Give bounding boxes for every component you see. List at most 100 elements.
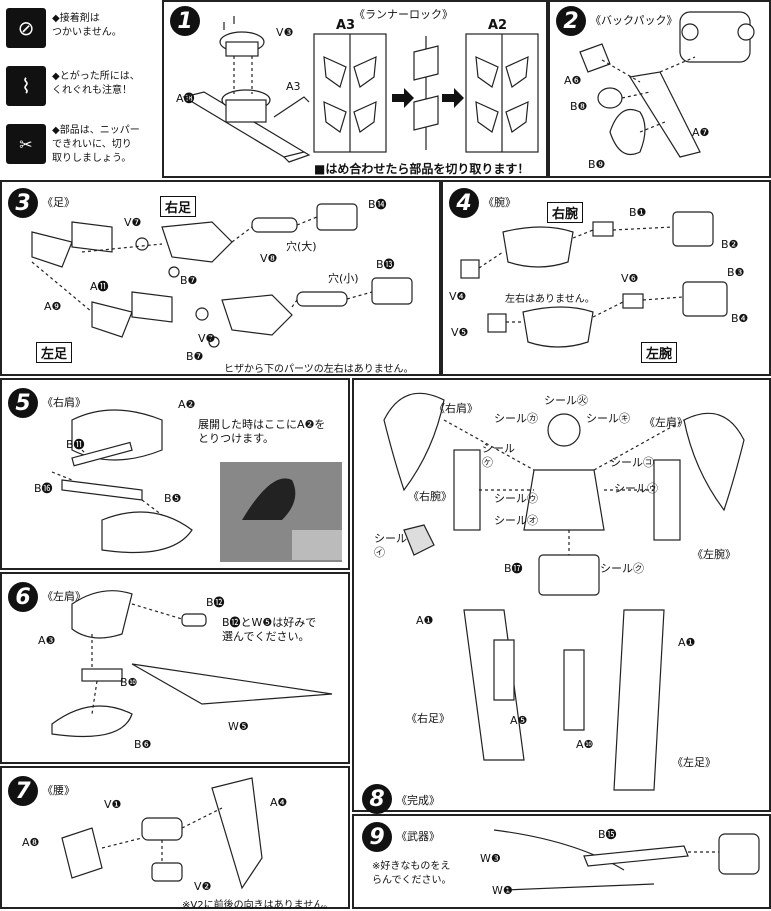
step-4-caption: 左右はありません。 (505, 294, 595, 305)
step-3-panel: 3 《足》 右足 左足 V❼ A⓫ A❾ B❼ V❼ B❼ V❽ B⓮ B⓭ 穴… (0, 180, 441, 376)
label-a5: A❺ (510, 714, 528, 727)
step-5-diagram (51, 409, 342, 562)
step-7-title: 《腰》 (42, 784, 75, 797)
seal-u2-label: シール㋒ (614, 482, 658, 495)
note-sharp-edge: ◆とがった所には、 くれぐれも注意！ (52, 71, 140, 96)
label-b3: B❸ (727, 266, 745, 279)
seal-ke-label: シール ㋘ (482, 442, 515, 469)
left-arm-label-s8: 《左腕》 (692, 548, 736, 561)
step-7-diagram (61, 777, 263, 890)
right-leg-label: 右足 (160, 196, 197, 217)
step-9-caption: ※好きなものをえ らんでください。 (372, 861, 452, 886)
notes-panel: ⊘ ◆接着剤は つかいません。 ⌇ ◆とがった所には、 くれぐれも注意！ ✂ ◆… (0, 0, 162, 178)
step-1-caption: ■はめ合わせたら部品を切り取ります！ (314, 162, 530, 176)
label-hole-small: 穴(小) (328, 272, 359, 285)
step-9-title: 《武器》 (396, 830, 440, 843)
label-b1: B❶ (629, 206, 647, 219)
step-7-panel: 7 《腰》 V❶ A❹ A❽ V❷ ※V2に前後の向きはありません。 (0, 766, 350, 911)
label-w3: W❸ (480, 852, 501, 865)
step-6-diagram (51, 590, 333, 737)
label-b2: B❷ (721, 238, 739, 251)
label-v1: V❶ (104, 798, 122, 811)
label-v7a: V❼ (124, 216, 142, 229)
label-b7a: B❼ (180, 274, 198, 287)
seal-ki-label: シール㋖ (586, 412, 630, 425)
step-6-caption: B⓬とW❺は好みで 選んでください。 (222, 616, 317, 643)
label-b13: B⓭ (376, 258, 395, 271)
right-arm-label: 右腕 (547, 202, 584, 223)
step-3-number: 3 (8, 188, 38, 218)
label-w1: W❶ (492, 884, 513, 897)
label-b5: B❺ (164, 492, 182, 505)
label-b7b: B❼ (186, 350, 204, 363)
step-3-caption: ヒザから下のパーツの左右はありません。 (224, 364, 414, 375)
label-a9: A❾ (44, 300, 62, 313)
step-5-number: 5 (8, 388, 38, 418)
seal-ka-label: シール㋕ (494, 412, 538, 425)
left-shoulder-label: 《左肩》 (644, 416, 688, 429)
step-9-diagram (493, 829, 760, 891)
step-6-panel: 6 《左肩》 B⓬ A❸ B❿ B❻ W❺ B⓬とW❺は好みで 選んでください。 (0, 572, 350, 764)
label-v4: V❹ (449, 290, 467, 303)
runner-lock-title: 《ランナーロック》 (354, 8, 453, 21)
label-a1a: A❶ (416, 614, 434, 627)
label-v5: V❺ (451, 326, 469, 339)
note-no-glue: ◆接着剤は つかいません。 (52, 13, 122, 38)
step-5-panel: 5 《右肩》 A❷ B⓫ B⓰ B❺ 展開した時はここにA❷を とりつけます。 (0, 378, 350, 570)
label-b14: B⓮ (368, 198, 387, 211)
step-5-caption: 展開した時はここにA❷を とりつけます。 (198, 418, 326, 445)
seal-e-label: シール㊋ (544, 394, 588, 407)
step-4-title: 《腕》 (483, 196, 516, 209)
step-4-number: 4 (449, 188, 479, 218)
seal-ko-label: シール㋙ (610, 456, 654, 469)
label-v7b: V❼ (198, 332, 216, 345)
step-4-panel: 4 《腕》 右腕 左腕 B❶ B❷ V❻ V❹ V❺ B❸ B❹ 左右はありませ… (441, 180, 771, 376)
label-b4: B❹ (731, 312, 749, 325)
no-glue-icon: ⊘ (6, 8, 46, 48)
label-a4: A❹ (270, 796, 288, 809)
label-a3: A3 (286, 80, 301, 93)
label-v8: V❽ (260, 252, 278, 265)
label-a6: A❻ (564, 74, 582, 87)
label-a10: A❿ (576, 738, 594, 751)
step-2-title: 《バックパック》 (590, 14, 678, 27)
label-a7: A❼ (692, 126, 710, 139)
step-1-panel: 1 《ランナーロック》 A3 A2 V❸ A3 A⓲ ■はめ合わせたら部品を切り… (162, 0, 548, 178)
step-2-panel: 2 《バックパック》 A❻ B❽ A❼ B❾ (548, 0, 771, 178)
label-a18: A⓲ (176, 92, 195, 105)
label-v6: V❻ (621, 272, 639, 285)
label-b9: B❾ (588, 158, 606, 171)
label-a11: A⓫ (90, 280, 109, 293)
step-5-title: 《右肩》 (42, 396, 86, 409)
label-a2: A❷ (178, 398, 196, 411)
nipper-icon: ✂ (6, 124, 46, 164)
seal-u1-label: シール㋒ (494, 492, 538, 505)
right-arm-label-s8: 《右腕》 (408, 490, 452, 503)
right-leg-label-s8: 《右足》 (406, 712, 450, 725)
step-2-diagram (579, 11, 755, 158)
step-9-number: 9 (362, 822, 392, 852)
left-arm-label: 左腕 (641, 342, 678, 363)
label-b10: B❿ (120, 676, 138, 689)
label-hole-big: 穴(大) (286, 240, 317, 253)
runner-a2-label: A2 (488, 18, 508, 33)
sharp-edge-icon: ⌇ (6, 66, 46, 106)
label-b8: B❽ (570, 100, 588, 113)
label-b15: B⓯ (598, 828, 617, 841)
step-3-diagram (31, 203, 413, 348)
label-b17: B⓱ (504, 562, 523, 575)
step-6-number: 6 (8, 582, 38, 612)
step-8-number: 8 (362, 784, 392, 814)
label-v3: V❸ (276, 26, 294, 39)
step-7-number: 7 (8, 776, 38, 806)
step-1-number: 1 (170, 6, 200, 36)
step-2-number: 2 (556, 6, 586, 36)
label-b6: B❻ (134, 738, 152, 751)
label-a8: A❽ (22, 836, 40, 849)
left-leg-label: 左足 (36, 342, 73, 363)
step-7-caption: ※V2に前後の向きはありません。 (182, 900, 334, 911)
step-9-panel: 9 《武器》 B⓯ W❸ W❶ ※好きなものをえ らんでください。 (352, 814, 771, 909)
label-v2: V❷ (194, 880, 212, 893)
label-w5: W❺ (228, 720, 249, 733)
note-nipper: ◆部品は、ニッパー できれいに、切り 取りしましょう。 (52, 125, 140, 164)
